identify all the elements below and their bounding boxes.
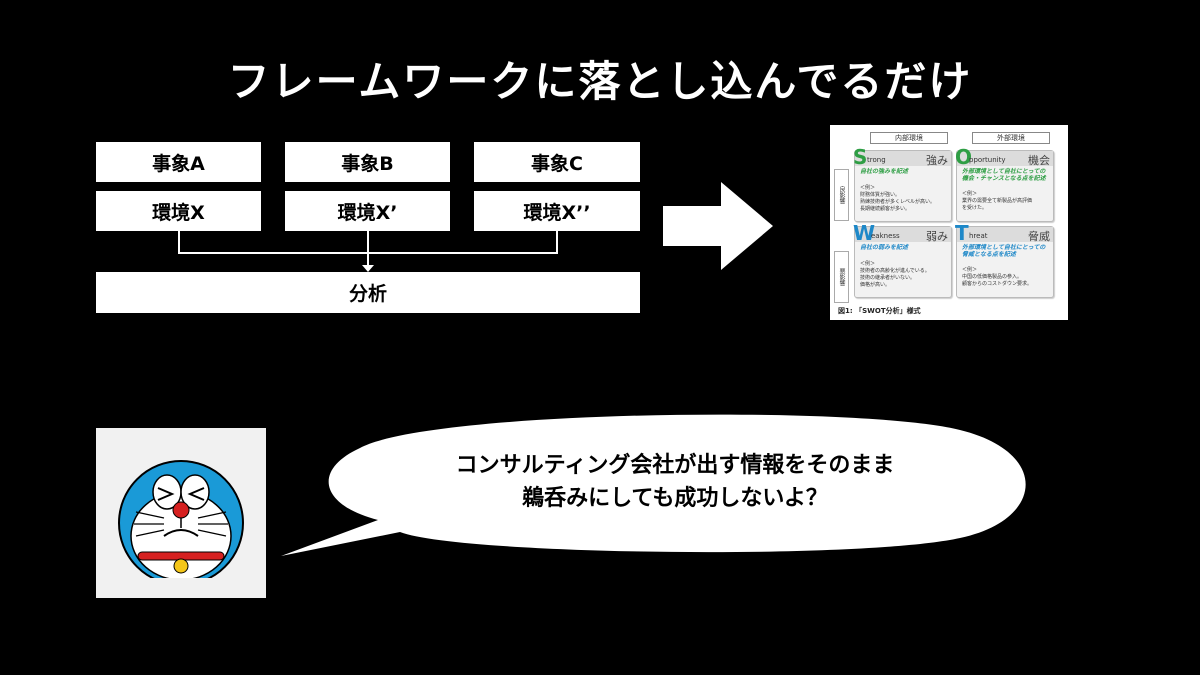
swot-jp-label: 強み — [926, 154, 948, 167]
swot-cell-opportunity: O pportunity 機会 外部環境として自社にとっての 機会・チャンスとな… — [955, 145, 1054, 222]
swot-jp-label: 機会 — [1028, 154, 1050, 167]
merge-connector — [178, 231, 558, 272]
swot-word: hreat — [969, 232, 988, 240]
external-env-header: 外部環境 — [972, 132, 1050, 144]
swot-cell-strength: S trong 強み 自社の強みを記述 ＜例＞ 財務体質が強い。 熟練技術者が多… — [853, 145, 952, 222]
swot-subtitle: 外部環境として自社にとっての 機会・チャンスとなる点を記述 — [962, 168, 1046, 182]
event-box-c: 事象C — [474, 142, 640, 182]
speech-line-2: 鵜呑みにしても成功しないよ？ — [522, 486, 828, 511]
swot-word: pportunity — [969, 156, 1006, 164]
speech-line-1: コンサルティング会社が出す情報をそのまま — [455, 453, 895, 478]
env-box-x-double-prime: 環境X’’ — [474, 191, 640, 231]
swot-subtitle: 自社の弱みを記述 — [860, 244, 909, 251]
swot-caption: 図1: 「SWOT分析」様式 — [838, 307, 921, 315]
swot-jp-label: 弱み — [926, 230, 948, 243]
avatar — [96, 428, 266, 598]
event-box-b: 事象B — [285, 142, 450, 182]
env-box-x: 環境X — [96, 191, 261, 231]
internal-env-header: 内部環境 — [870, 132, 948, 144]
swot-note: ＜例＞ 技術者の高齢化が進んでいる。 技術の継承者がいない。 価格が高い。 — [860, 261, 930, 288]
swot-word: trong — [867, 156, 886, 164]
swot-letter: S — [853, 145, 868, 169]
analysis-box: 分析 — [96, 272, 640, 313]
swot-cell-weakness: W eakness 弱み 自社の弱みを記述 ＜例＞ 技術者の高齢化が進んでいる。… — [853, 221, 952, 298]
swot-note: ＜例＞ 財務体質が強い。 熟練技術者が多くレベルが高い。 長期継続顧客が多い。 — [860, 185, 936, 212]
swot-letter: W — [853, 221, 876, 245]
swot-jp-label: 脅威 — [1028, 230, 1050, 243]
bad-influence-label: 悪影響 — [834, 251, 849, 303]
swot-diagram-image: 内部環境 外部環境 良影響 悪影響 S trong 強み 自社の強みを記述 ＜例… — [830, 125, 1068, 320]
swot-letter: T — [955, 221, 969, 245]
right-arrow-icon — [663, 182, 773, 270]
swot-word: eakness — [871, 232, 900, 240]
swot-cell-threat: T hreat 脅威 外部環境として自社にとっての 脅威となる点を記述 ＜例＞ … — [955, 221, 1054, 298]
env-box-x-prime: 環境X’ — [285, 191, 450, 231]
swot-letter: O — [955, 145, 973, 169]
swot-note: ＜例＞ 業界の需要全て新製品が高評価 を受けた。 — [962, 191, 1033, 211]
slide-title: フレームワークに落とし込んでるだけ — [227, 57, 973, 106]
robot-cat-face-icon — [96, 460, 266, 598]
swot-subtitle: 外部環境として自社にとっての 脅威となる点を記述 — [962, 244, 1046, 258]
swot-subtitle: 自社の強みを記述 — [860, 168, 909, 175]
event-box-a: 事象A — [96, 142, 261, 182]
good-influence-label: 良影響 — [834, 169, 849, 221]
swot-note: ＜例＞ 中国の低価格製品の参入。 顧客からのコストダウン要求。 — [962, 267, 1033, 287]
